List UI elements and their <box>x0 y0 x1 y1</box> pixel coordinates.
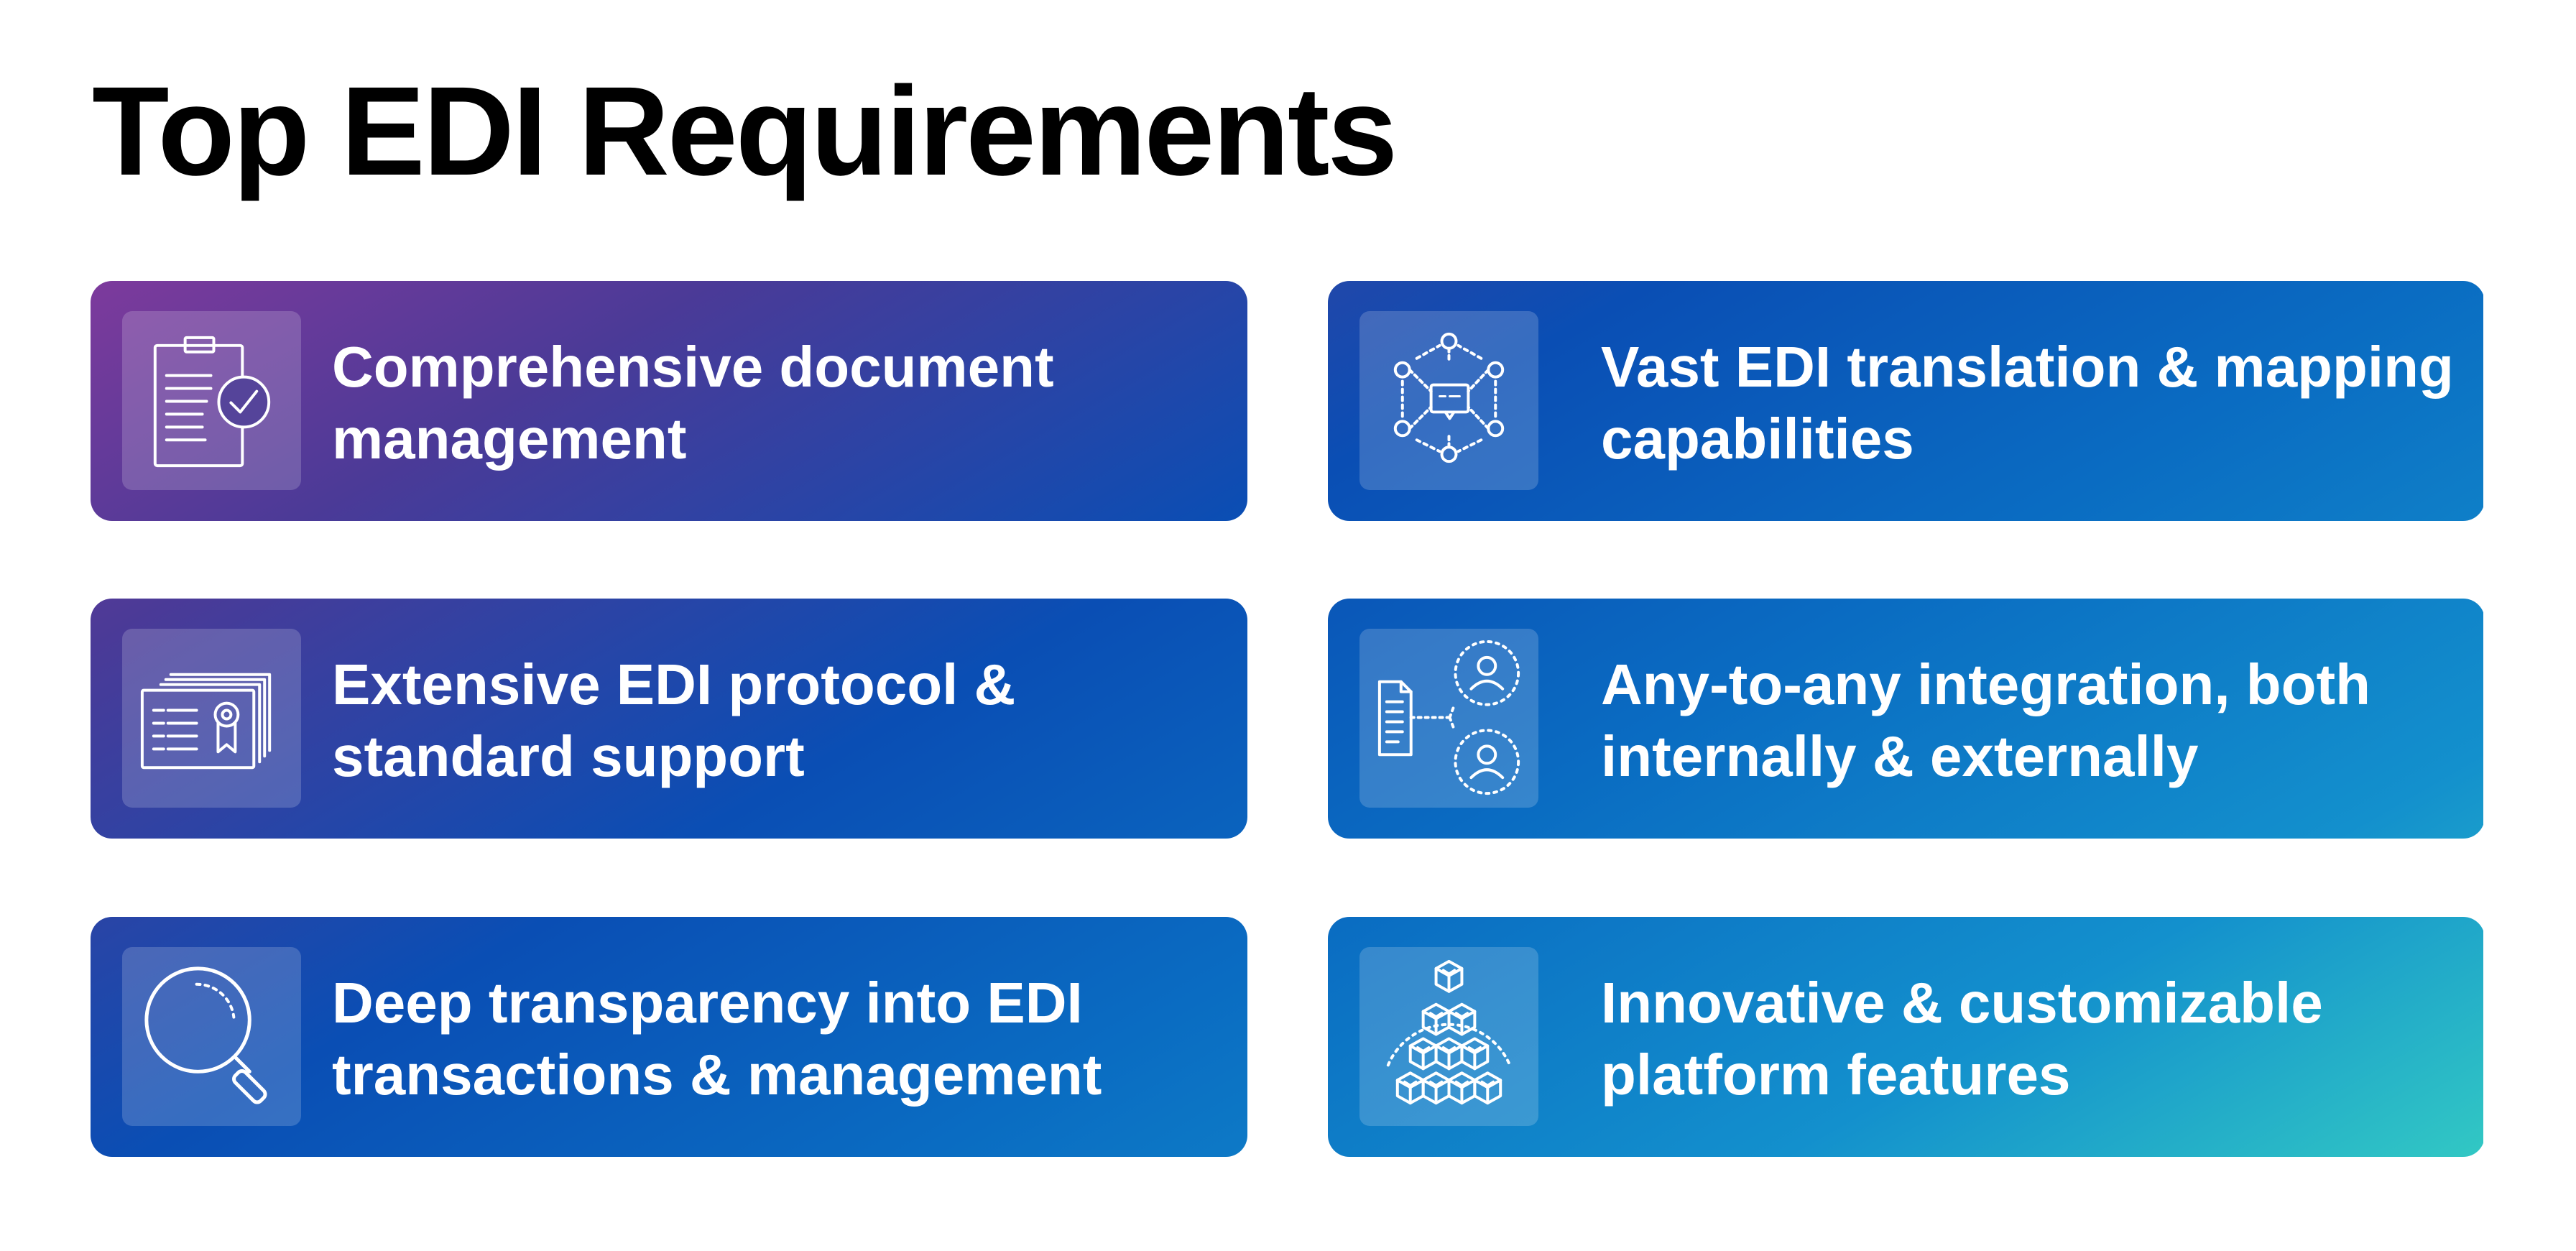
requirement-card-deep-transparency: Deep transparency into EDI transactions … <box>91 917 1247 1157</box>
magnifying-glass-icon <box>122 947 301 1126</box>
requirement-card-protocol-support: Extensive EDI protocol & standard suppor… <box>91 599 1247 839</box>
stacked-certificates-icon <box>122 629 301 808</box>
column-gap <box>1247 273 1328 1165</box>
card-label: Vast EDI translation & mapping capabilit… <box>1601 335 2454 471</box>
document-to-users-icon <box>1359 629 1538 808</box>
card-label: Comprehensive document management <box>332 335 1054 471</box>
requirement-card-translation-mapping: Vast EDI translation & mapping capabilit… <box>1328 281 2485 521</box>
card-label: Extensive EDI protocol & standard suppor… <box>332 652 1016 788</box>
row-gap <box>83 521 2490 599</box>
cube-stack-icon <box>1359 947 1538 1126</box>
card-label: Deep transparency into EDI transactions … <box>332 971 1102 1107</box>
card-label: Innovative & customizable platform featu… <box>1601 971 2323 1107</box>
clipboard-check-icon <box>122 311 301 490</box>
network-hub-icon <box>1359 311 1538 490</box>
card-label: Any-to-any integration, both internally … <box>1601 652 2371 788</box>
requirement-card-document-management: Comprehensive document management <box>91 281 1247 521</box>
page-title: Top EDI Requirements <box>92 61 1398 202</box>
requirement-card-any-to-any-integration: Any-to-any integration, both internally … <box>1328 599 2485 839</box>
row-gap <box>83 839 2490 917</box>
requirement-card-innovative-platform: Innovative & customizable platform featu… <box>1328 917 2485 1157</box>
